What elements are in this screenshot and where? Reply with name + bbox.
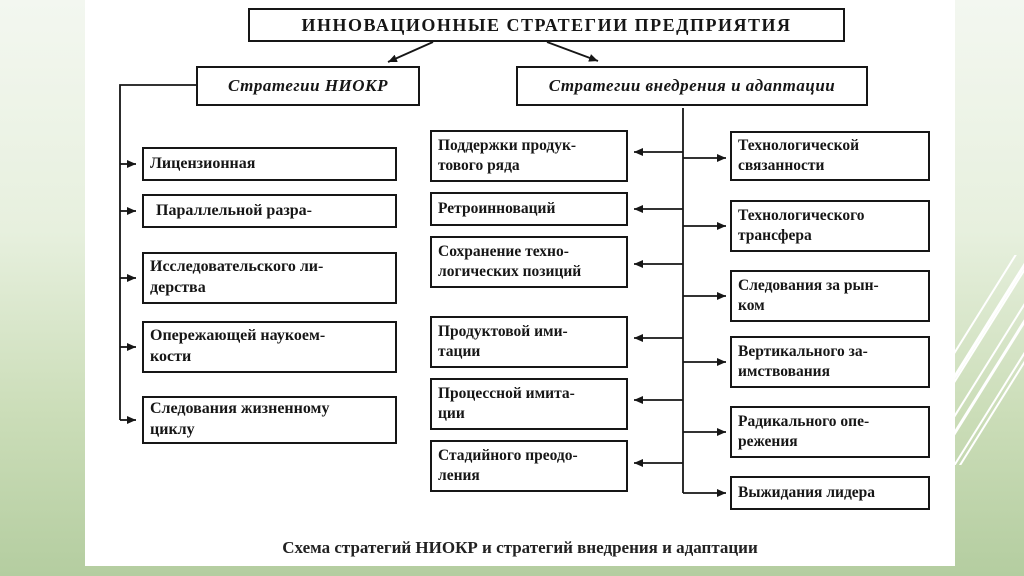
node-life-cycle-following: Следования жизненному циклу [142, 396, 397, 444]
node-tech-connectedness: Технологической связанности [730, 131, 930, 181]
node-parallel-development: Параллельной разра- [142, 194, 397, 228]
node-vertical-borrowing: Вертикального за- имствования [730, 336, 930, 388]
background-streaks-decor [955, 255, 1024, 465]
branch-header-vnedrenie: Стратегии внедрения и адаптации [516, 66, 868, 106]
node-retro-innovations: Ретроинноваций [430, 192, 628, 226]
node-leader-waiting: Выжидания лидера [730, 476, 930, 510]
branch-header-niokr-label: Стратегии НИОКР [228, 76, 388, 95]
node-market-following: Следования за рын- ком [730, 270, 930, 322]
node-radical-advancing: Радикального опе- режения [730, 406, 930, 458]
node-tech-positions-preservation: Сохранение техно- логических позиций [430, 236, 628, 288]
diagram-title-box: ИННОВАЦИОННЫЕ СТРАТЕГИИ ПРЕДПРИЯТИЯ [248, 8, 845, 42]
node-stage-overcoming: Стадийного преодо- ления [430, 440, 628, 492]
diagram-caption: Схема стратегий НИОКР и стратегий внедре… [282, 538, 758, 557]
branch-header-vnedrenie-label: Стратегии внедрения и адаптации [548, 76, 836, 95]
diagram-title: ИННОВАЦИОННЫЕ СТРАТЕГИИ ПРЕДПРИЯТИЯ [301, 14, 792, 35]
node-product-line-support: Поддержки продук- тового ряда [430, 130, 628, 182]
node-research-leadership: Исследовательского ли- дерства [142, 252, 397, 304]
node-product-imitation: Продуктовой ими- тации [430, 316, 628, 368]
node-advancing-knowledge-intensity: Опережающей наукоем- кости [142, 321, 397, 373]
branch-header-niokr: Стратегии НИОКР [196, 66, 420, 106]
node-tech-transfer: Технологического трансфера [730, 200, 930, 252]
node-process-imitation: Процессной имита- ции [430, 378, 628, 430]
node-licensing: Лицензионная [142, 147, 397, 181]
